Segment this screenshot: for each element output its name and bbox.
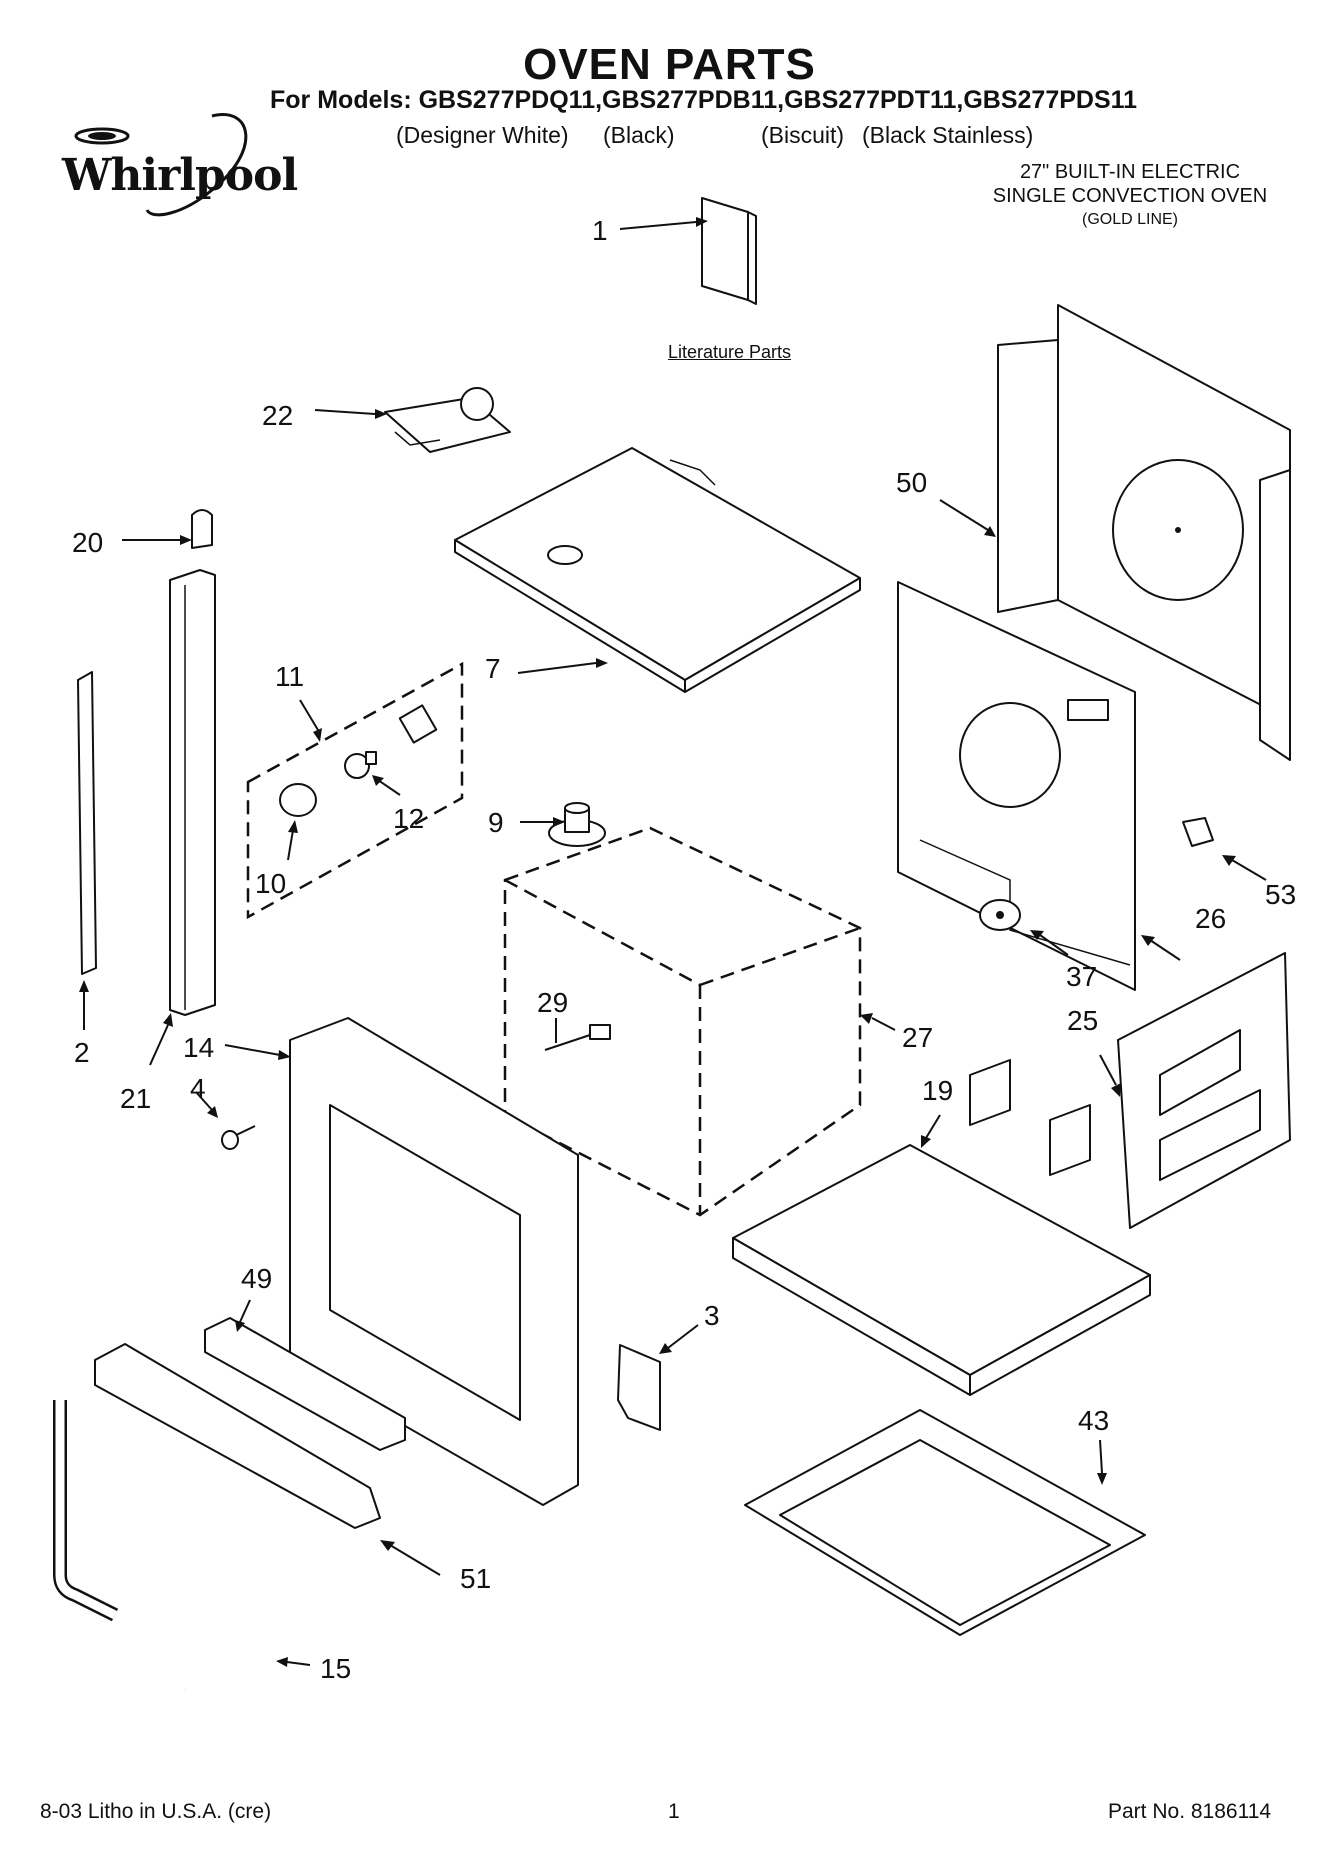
callout-3: 3 xyxy=(704,1300,720,1331)
part-12-bulb xyxy=(344,751,401,796)
part-51-kick-plate xyxy=(94,1343,441,1576)
part-20-clip xyxy=(122,509,213,549)
callout-22: 22 xyxy=(262,400,293,431)
footer-print-info: 8-03 Litho in U.S.A. (cre) xyxy=(40,1800,272,1823)
callout-21: 21 xyxy=(120,1083,151,1114)
callout-1: 1 xyxy=(592,215,608,246)
part-50-rear-panel xyxy=(939,304,1291,761)
callout-50: 50 xyxy=(896,467,927,498)
callout-53: 53 xyxy=(1265,879,1296,910)
callout-51: 51 xyxy=(460,1563,491,1594)
callout-14: 14 xyxy=(183,1032,214,1063)
variant-biscuit: (Biscuit) xyxy=(761,122,845,148)
part-19-bottom-cover xyxy=(732,1059,1151,1396)
whirlpool-logo-swirl-icon xyxy=(74,113,248,217)
part-21-side-channel xyxy=(149,569,216,1066)
callout-12: 12 xyxy=(393,803,424,834)
callout-4: 4 xyxy=(190,1073,206,1104)
part-9-convection-fan-hub xyxy=(520,802,606,847)
callout-19: 19 xyxy=(922,1075,953,1106)
part-15-door-gasket xyxy=(53,1377,311,1734)
product-line-2: SINGLE CONVECTION OVEN xyxy=(992,185,1268,207)
product-description: 27" BUILT-IN ELECTRIC SINGLE CONVECTION … xyxy=(960,160,1300,232)
callout-26: 26 xyxy=(1195,903,1226,934)
part-43-drip-tray xyxy=(744,1409,1146,1636)
part-11-light-assembly xyxy=(246,661,464,920)
part-14-front-frame xyxy=(224,1017,579,1506)
product-line-3: (GOLD LINE) xyxy=(1081,211,1178,228)
part-2-trim-strip xyxy=(77,671,97,1030)
variant-black-stainless: (Black Stainless) xyxy=(862,122,1034,148)
callout-15: 15 xyxy=(320,1653,351,1684)
part-25-side-panel xyxy=(1099,952,1291,1229)
callout-25: 25 xyxy=(1067,1005,1098,1036)
part-29-probe-jack xyxy=(544,1018,611,1051)
callout-10: 10 xyxy=(255,868,286,899)
product-line-1: 27" BUILT-IN ELECTRIC xyxy=(1019,161,1241,183)
part-10-lens xyxy=(279,783,317,861)
part-49-vent xyxy=(204,1299,406,1451)
part-22-bracket xyxy=(314,387,511,453)
page-title: OVEN PARTS xyxy=(523,40,816,89)
part-37-element xyxy=(979,899,1069,956)
footer-part-number: Part No. 8186114 xyxy=(1108,1800,1272,1823)
part-7-top-panel xyxy=(454,447,861,693)
callout-27: 27 xyxy=(902,1022,933,1053)
variant-black: (Black) xyxy=(603,122,675,148)
callout-9: 9 xyxy=(488,807,504,838)
callout-11: 11 xyxy=(275,661,304,692)
callout-2: 2 xyxy=(74,1037,90,1068)
callout-7: 7 xyxy=(485,653,501,684)
callout-37: 37 xyxy=(1066,961,1097,992)
footer-page-number: 1 xyxy=(668,1800,680,1823)
callout-49: 49 xyxy=(241,1263,272,1294)
part-26-fan-baffle xyxy=(897,581,1181,991)
literature-parts-label: Literature Parts xyxy=(668,342,792,362)
callout-29: 29 xyxy=(537,987,568,1018)
variant-designer-white: (Designer White) xyxy=(396,122,569,148)
brand-logo-text: Whirlpool xyxy=(62,150,298,201)
callout-43: 43 xyxy=(1078,1405,1109,1436)
part-4-screw xyxy=(195,1091,256,1150)
callout-20: 20 xyxy=(72,527,103,558)
part-53-sensor xyxy=(1182,817,1267,881)
models-line: For Models: GBS277PDQ11,GBS277PDB11,GBS2… xyxy=(270,86,1138,114)
part-1-literature xyxy=(619,197,757,305)
part-3-hinge-bracket xyxy=(617,1324,699,1431)
